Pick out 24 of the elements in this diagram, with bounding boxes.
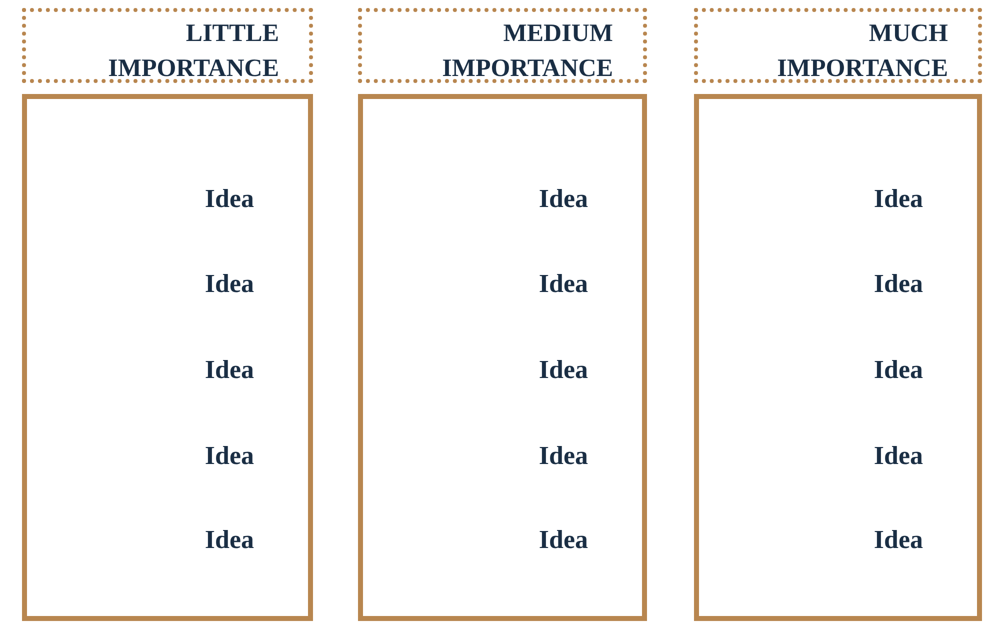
idea-text: Idea — [538, 184, 588, 214]
idea-text: Idea — [874, 184, 923, 214]
idea-text: Idea — [204, 525, 254, 555]
column-box — [358, 94, 647, 621]
column-box — [694, 94, 982, 621]
idea-text: Idea — [538, 269, 588, 299]
column-heading: MUCH IMPORTANCE — [776, 19, 948, 84]
idea-text: Idea — [874, 441, 923, 471]
column-box — [22, 94, 313, 621]
idea-text: Idea — [204, 355, 254, 385]
idea-text: Idea — [874, 525, 923, 555]
idea-text: Idea — [204, 441, 254, 471]
idea-text: Idea — [204, 184, 254, 214]
idea-text: Idea — [874, 355, 923, 385]
header-box — [694, 8, 982, 83]
idea-text: Idea — [538, 355, 588, 385]
idea-text: Idea — [874, 269, 923, 299]
column-heading: LITTLE IMPORTANCE — [107, 19, 279, 84]
idea-text: Idea — [538, 441, 588, 471]
idea-text: Idea — [204, 269, 254, 299]
header-box — [22, 8, 313, 83]
column-heading: MEDIUM IMPORTANCE — [441, 19, 613, 84]
idea-text: Idea — [538, 525, 588, 555]
header-box — [358, 8, 647, 83]
